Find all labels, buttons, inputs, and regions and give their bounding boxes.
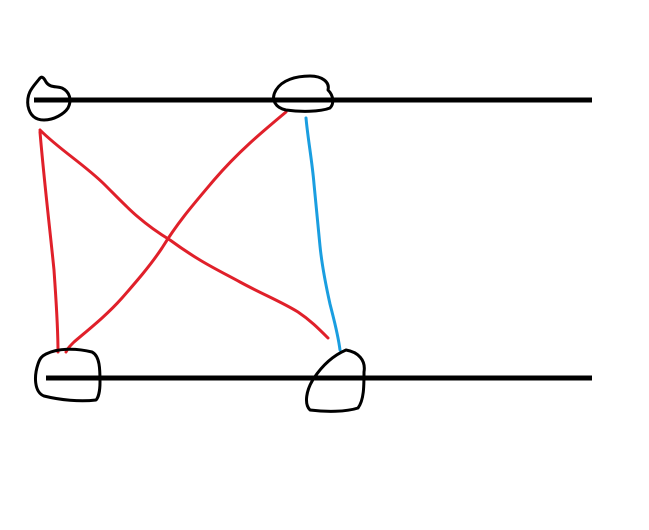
link-top-right-to-bottom-left [64, 110, 288, 354]
bottom-right-node [305, 348, 366, 413]
link-top-left-to-bottom-right [38, 128, 330, 340]
link-top-right-to-bottom-right [304, 116, 342, 352]
bottom-left-node [34, 347, 102, 403]
link-top-left-to-bottom-left [38, 130, 60, 354]
top-right-node [272, 74, 335, 113]
top-left-node [26, 75, 72, 122]
